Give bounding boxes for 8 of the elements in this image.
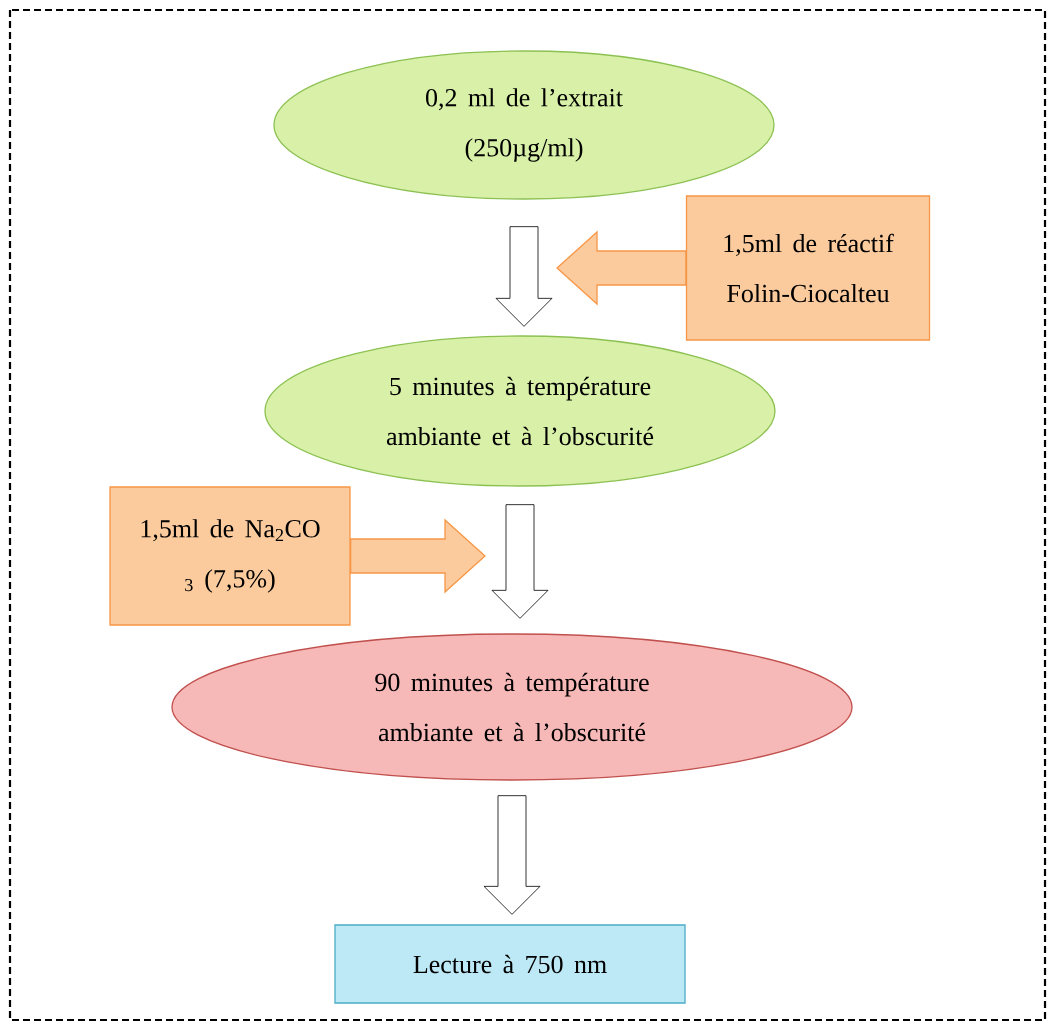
reagent-box: 1,5ml de Na$_{2}$CO $_{3}$ (7,5%) <box>109 486 351 626</box>
reagent-box: 1,5ml de réactif Folin-Ciocalteu <box>685 195 931 341</box>
hollow-arrow <box>491 504 549 619</box>
block-arrow <box>350 518 486 594</box>
hollow-arrow <box>483 795 541 915</box>
result-box: Lecture à 750 nm <box>334 924 686 1004</box>
block-arrow <box>556 230 687 306</box>
hollow-arrow <box>495 226 553 327</box>
